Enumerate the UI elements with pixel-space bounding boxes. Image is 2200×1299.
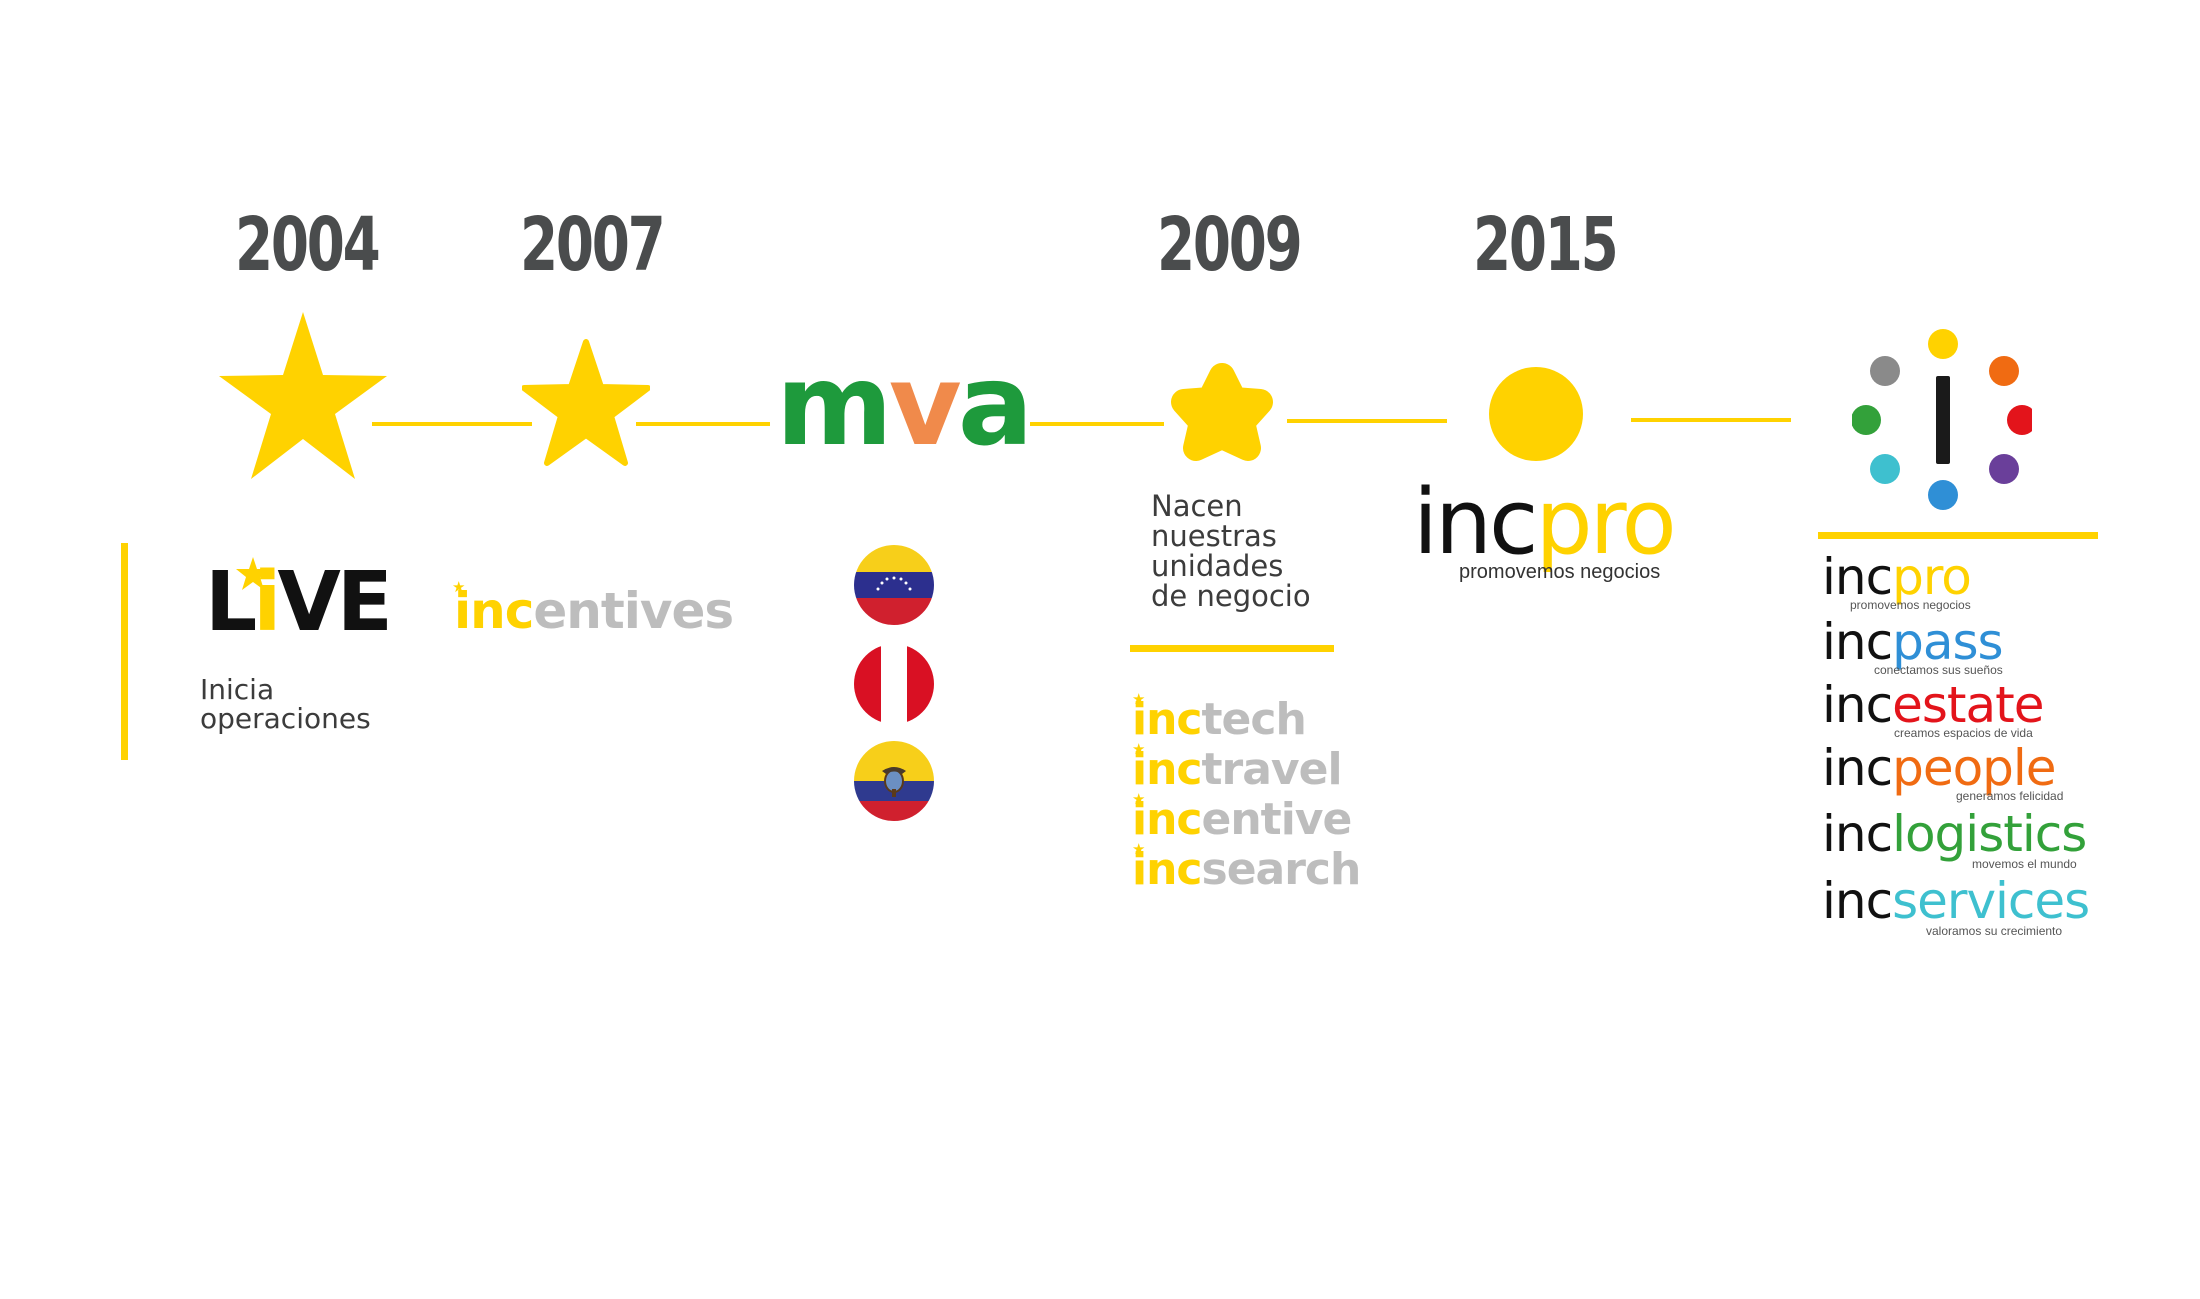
unit-suffix: tech — [1201, 694, 1307, 745]
brand-tagline: movemos el mundo — [1972, 857, 2077, 871]
incentives-prefix: inc — [454, 582, 534, 640]
brand-suffix: pass — [1892, 613, 2003, 671]
venezuela-flag-icon — [854, 545, 934, 625]
unit-star-icon: ★ — [1132, 741, 1146, 758]
unit-suffix: travel — [1201, 744, 1343, 795]
brand-prefix: inc — [1822, 548, 1893, 606]
ecuador-flag-icon — [854, 741, 934, 821]
timeline-connector — [1287, 419, 1447, 423]
peru-flag-icon — [854, 644, 934, 724]
inc-hub-icon — [1852, 329, 2032, 510]
brand-tagline: creamos espacios de vida — [1894, 726, 2033, 740]
year-2007: 2007 — [520, 202, 666, 288]
timeline-connector — [372, 422, 532, 426]
unit-prefix: inc — [1132, 794, 1202, 845]
year-2009: 2009 — [1157, 202, 1303, 288]
incpro-tagline: promovemos negocios — [1459, 561, 1661, 583]
brand-item-incpass: incpass conectamos sus sueños — [1822, 617, 2122, 680]
brand-prefix: inc — [1822, 872, 1893, 930]
incpro-logo: incpro promovemos negocios — [1413, 478, 1677, 583]
timeline-connector — [1030, 422, 1164, 426]
timeline-connector — [1631, 418, 1791, 422]
unit-prefix: inc — [1132, 694, 1202, 745]
mva-logo-a: a — [957, 341, 1034, 471]
brands-list: incpro promovemos negocios incpass conec… — [1822, 552, 2122, 942]
brand-item-incpro: incpro promovemos negocios — [1822, 552, 2122, 617]
unit-item: ★ incentive — [1132, 792, 1360, 848]
unit-suffix: entive — [1201, 794, 1353, 845]
mva-logo-m: m — [776, 341, 893, 471]
brands-divider — [1818, 532, 2098, 539]
incentives-star-icon: ★ — [452, 579, 466, 596]
unit-item: ★ inctravel — [1132, 742, 1360, 798]
brand-item-incpeople: incpeople generamos felicidad — [1822, 743, 2122, 809]
live-caption-line: operaciones — [200, 701, 371, 735]
brand-suffix: logistics — [1892, 805, 2087, 863]
brand-tagline: promovemos negocios — [1850, 598, 1971, 612]
section-divider — [121, 543, 128, 760]
brand-suffix: services — [1892, 872, 2090, 930]
brand-item-inclogistics: inclogistics movemos el mundo — [1822, 809, 2122, 876]
brand-prefix: inc — [1822, 805, 1893, 863]
year-2004: 2004 — [235, 202, 381, 288]
units-divider — [1130, 645, 1334, 652]
unit-star-icon: ★ — [1132, 791, 1146, 808]
units-list: ★ inctech ★ inctravel ★ incentive ★ incs… — [1132, 692, 1361, 898]
unit-star-icon: ★ — [1132, 691, 1146, 708]
units-caption-line: nuestras — [1151, 518, 1277, 553]
brand-suffix: pro — [1892, 548, 1972, 606]
brand-tagline: generamos felicidad — [1956, 789, 2064, 803]
brand-suffix: estate — [1892, 676, 2044, 734]
year-2015: 2015 — [1473, 202, 1619, 288]
unit-item: ★ inctech — [1132, 692, 1360, 748]
live-caption: Inicia operaciones — [200, 673, 371, 735]
timeline-connector — [636, 422, 770, 426]
units-caption-line: Nacen — [1151, 489, 1243, 523]
units-caption-line: unidades — [1151, 548, 1284, 583]
unit-star-icon: ★ — [1132, 841, 1146, 858]
unit-prefix: inc — [1132, 744, 1202, 795]
brand-suffix: people — [1892, 739, 2056, 797]
units-caption-line: de negocio — [1151, 578, 1311, 613]
star-medium-icon — [522, 339, 650, 466]
unit-item: ★ incsearch — [1132, 842, 1361, 898]
live-logo-ve: VE — [277, 555, 393, 650]
live-logo: LiVE — [205, 557, 393, 652]
incentives-logo: ★ incentives — [452, 580, 734, 636]
mva-logo-v: v — [888, 341, 962, 471]
circle-icon — [1489, 367, 1583, 461]
live-star-icon — [236, 557, 270, 590]
star-rounded-icon — [1171, 363, 1273, 461]
brand-prefix: inc — [1822, 676, 1893, 734]
brand-tagline: conectamos sus sueños — [1874, 663, 2003, 677]
brand-prefix: inc — [1822, 739, 1893, 797]
brand-tagline: valoramos su crecimiento — [1926, 924, 2063, 938]
brand-prefix: inc — [1822, 613, 1893, 671]
star-large-icon — [219, 312, 387, 479]
unit-prefix: inc — [1132, 844, 1202, 895]
units-caption: Nacen nuestras unidades de negocio — [1151, 489, 1311, 613]
incpro-suffix: pro — [1535, 470, 1677, 575]
brand-item-incestate: incestate creamos espacios de vida — [1822, 680, 2122, 743]
incentives-suffix: entives — [533, 582, 734, 640]
incpro-prefix: inc — [1413, 470, 1539, 575]
live-caption-line: Inicia — [200, 673, 275, 706]
unit-suffix: search — [1201, 844, 1362, 895]
mva-logo: mva — [776, 350, 1033, 462]
brand-item-incservices: incservices valoramos su crecimiento — [1822, 876, 2122, 942]
